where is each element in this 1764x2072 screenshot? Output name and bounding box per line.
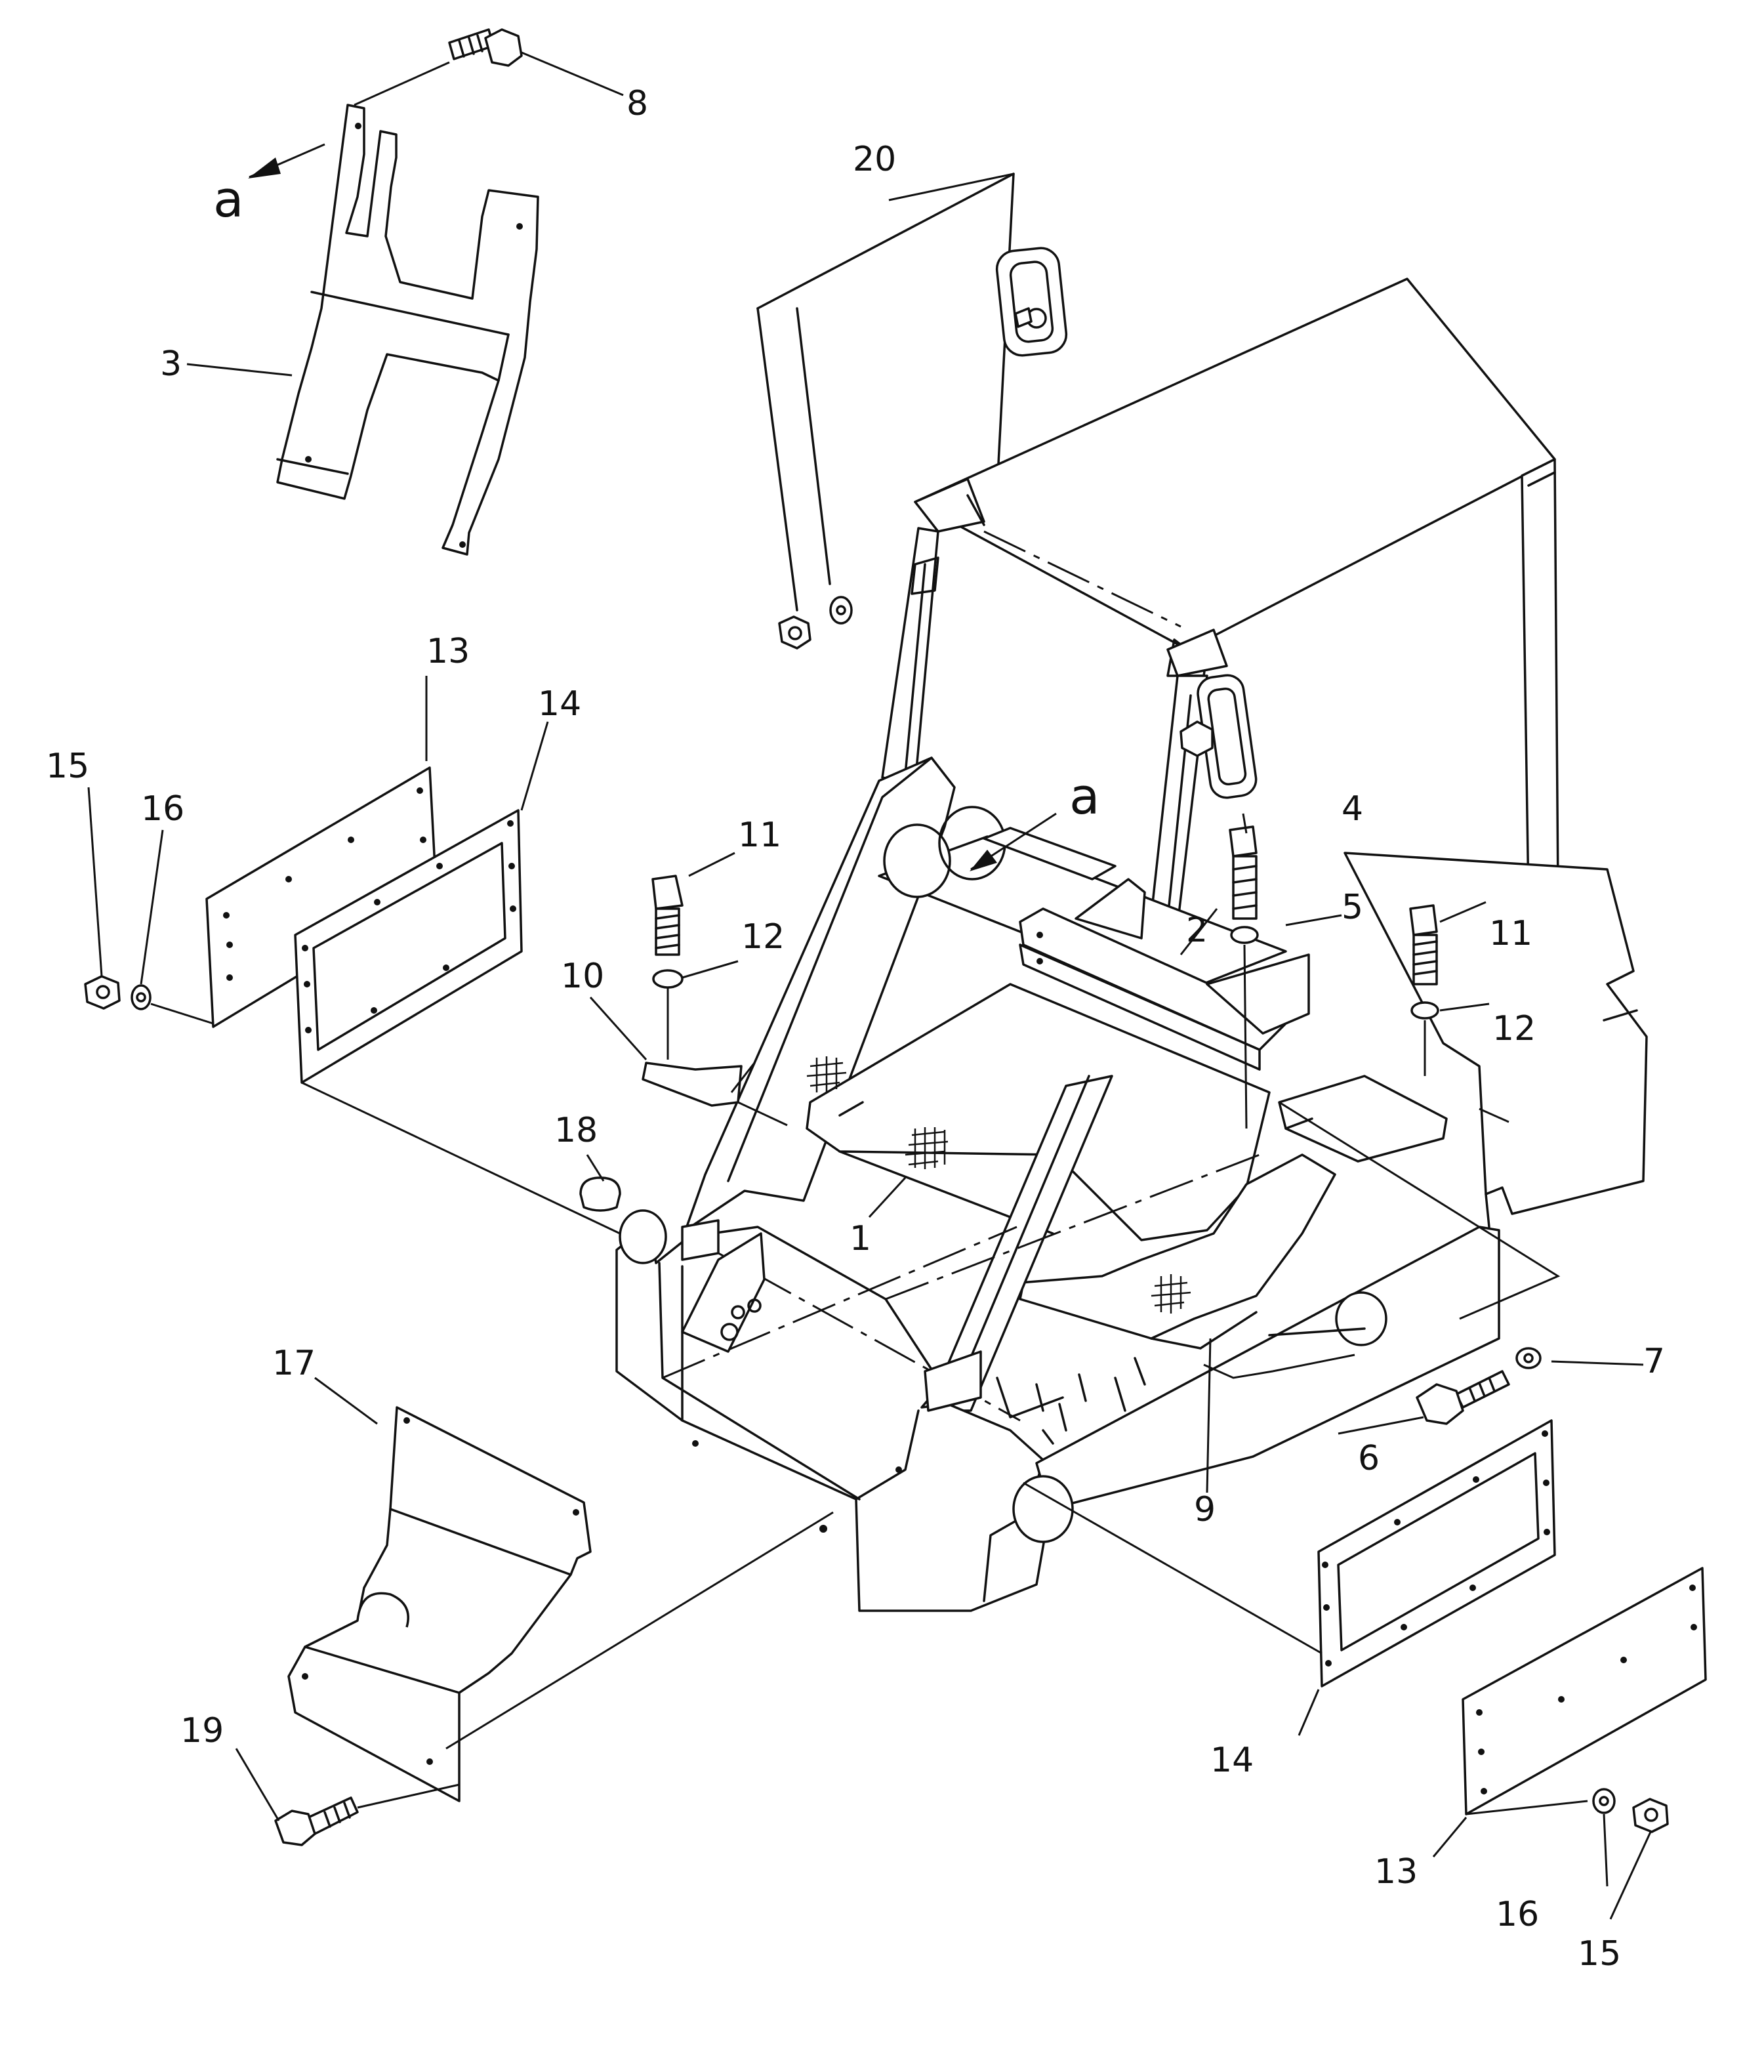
- callout-16a: 16: [141, 789, 184, 829]
- callout-14b: 14: [1210, 1741, 1254, 1780]
- callout-8: 8: [626, 84, 648, 123]
- part-17-under-cover: [287, 1406, 592, 1802]
- part-4-bolt: [1229, 825, 1259, 1129]
- callout-17: 17: [272, 1344, 316, 1383]
- callout-7: 7: [1643, 1342, 1665, 1381]
- callout-labels: 1 2 3 4 5 6 7 8 9 10 11 11 12 12 13 13 1…: [46, 84, 1665, 1974]
- callout-16b: 16: [1496, 1895, 1539, 1934]
- callout-13b: 13: [1374, 1852, 1418, 1892]
- part-8-bolt: [354, 28, 523, 106]
- part-20-mirror-assembly: [756, 173, 1068, 650]
- view-marker-a-top: a: [213, 170, 244, 228]
- callout-5: 5: [1342, 888, 1363, 927]
- part-15-16-nut-washer-right: [1592, 1788, 1669, 1833]
- view-arrow-a-middle: [970, 812, 1057, 871]
- part-14-gasket-right: [1317, 1419, 1556, 1688]
- part-3-guard-plate: [276, 104, 539, 556]
- callout-15a: 15: [46, 747, 89, 786]
- part-19-bolt: [274, 1796, 359, 1846]
- callout-2: 2: [1186, 911, 1208, 950]
- callout-12b: 12: [1492, 1009, 1536, 1048]
- leader-3: [186, 363, 293, 377]
- callout-15b: 15: [1578, 1934, 1621, 1974]
- callout-14a: 14: [538, 684, 581, 724]
- callout-13a: 13: [426, 632, 470, 671]
- alignment-lines: [150, 1003, 1588, 1815]
- part-13-cover-plate-right: [1462, 1567, 1707, 1815]
- callout-leaders: [87, 173, 1652, 1920]
- part-6-bolt: [1416, 1347, 1542, 1425]
- callout-19: 19: [180, 1711, 224, 1751]
- callout-3: 3: [160, 344, 182, 384]
- callout-10: 10: [561, 957, 604, 996]
- callout-18: 18: [554, 1111, 598, 1150]
- callout-12a: 12: [741, 917, 785, 957]
- callout-11b: 11: [1489, 914, 1532, 953]
- callout-9: 9: [1194, 1490, 1216, 1529]
- callout-11a: 11: [738, 816, 781, 855]
- callout-20: 20: [853, 140, 896, 179]
- part-1-main-frame: [615, 756, 1648, 1612]
- leader-8: [521, 51, 624, 96]
- part-18-plug: [579, 1176, 621, 1212]
- rops-canopy-frame: [881, 278, 1559, 926]
- part-14-gasket-left: [294, 809, 523, 1084]
- callout-4: 4: [1342, 789, 1363, 829]
- callout-6: 6: [1358, 1439, 1380, 1478]
- part-11-bolt-right: [1409, 904, 1439, 1076]
- view-arrow-a-top: [248, 143, 325, 178]
- part-11-bolt-left: [651, 875, 684, 1060]
- view-marker-a-mid: a: [1069, 767, 1100, 825]
- floor-mesh-patterns: [806, 1056, 1191, 1314]
- callout-1: 1: [850, 1219, 871, 1258]
